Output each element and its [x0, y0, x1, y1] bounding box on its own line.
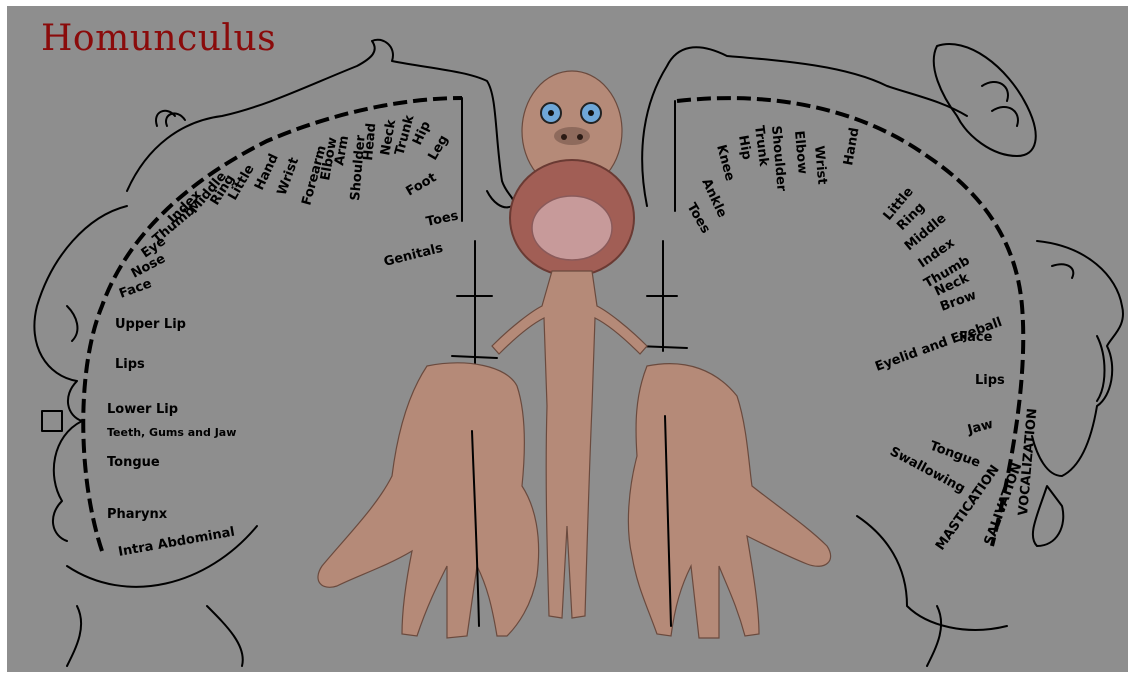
motor-mouth-detail — [1097, 336, 1105, 401]
sens-label-shoulder: Shoulder — [348, 134, 369, 201]
homunculus-figure: Homunculus Toes Genitals Foot — [7, 6, 1128, 672]
homunculus-right-hand — [628, 364, 830, 638]
sensory-tooth-detail — [42, 411, 62, 431]
sensory-hand-outline — [156, 111, 185, 126]
sens-label-toes: Toes — [425, 208, 460, 230]
sens-label-leg: Leg — [425, 133, 451, 163]
motor-hand-detail — [982, 82, 1018, 126]
motor-label-hand: Hand — [841, 126, 862, 166]
motor-label-wrist: Wrist — [811, 145, 829, 185]
motor-label-trunk: Trunk — [751, 125, 771, 168]
motor-hand-outline — [934, 44, 1036, 156]
motor-label-jaw: Jaw — [965, 417, 995, 438]
sens-label-pharynx: Pharynx — [107, 507, 168, 522]
motor-label-shoulder: Shoulder — [768, 125, 789, 192]
sens-label-teeth-gums-jaw: Teeth, Gums and Jaw — [107, 426, 236, 439]
sens-label-face: Face — [117, 276, 154, 302]
sensory-lip-detail — [67, 306, 77, 341]
motor-throat-detail — [1033, 486, 1063, 546]
motor-body-outline — [642, 47, 967, 206]
homunculus-nose — [554, 127, 590, 145]
sens-label-lips: Lips — [115, 357, 145, 372]
motor-label-elbow: Elbow — [791, 130, 810, 175]
homunculus-left-hand — [318, 363, 539, 638]
homunculus-tongue — [532, 196, 612, 260]
sens-label-tongue: Tongue — [107, 455, 160, 470]
sens-label-lower-lip: Lower Lip — [107, 402, 178, 417]
motor-label-lips: Lips — [975, 373, 1005, 388]
left-nerve-line — [452, 241, 497, 376]
motor-label-knee: Knee — [713, 143, 737, 183]
sens-label-upper-lip: Upper Lip — [115, 317, 186, 332]
motor-label-face: Face — [959, 330, 993, 345]
motor-label-vocalization: VOCALIZATION — [1016, 408, 1040, 517]
sens-label-foot: Foot — [404, 170, 440, 199]
sens-label-genitals: Genitals — [382, 241, 444, 270]
motor-face-outline — [1032, 241, 1123, 476]
sens-label-intra-abdominal: Intra Abdominal — [117, 525, 236, 560]
sensory-face-outline — [34, 206, 127, 541]
motor-eye-detail — [1052, 264, 1073, 278]
homunculus-diagram: Toes Genitals Foot Leg Hip Trunk Neck He… — [7, 6, 1128, 672]
motor-label-toes: Toes — [684, 201, 713, 237]
right-nerve-line — [637, 241, 687, 351]
motor-label-hip: Hip — [735, 134, 754, 161]
